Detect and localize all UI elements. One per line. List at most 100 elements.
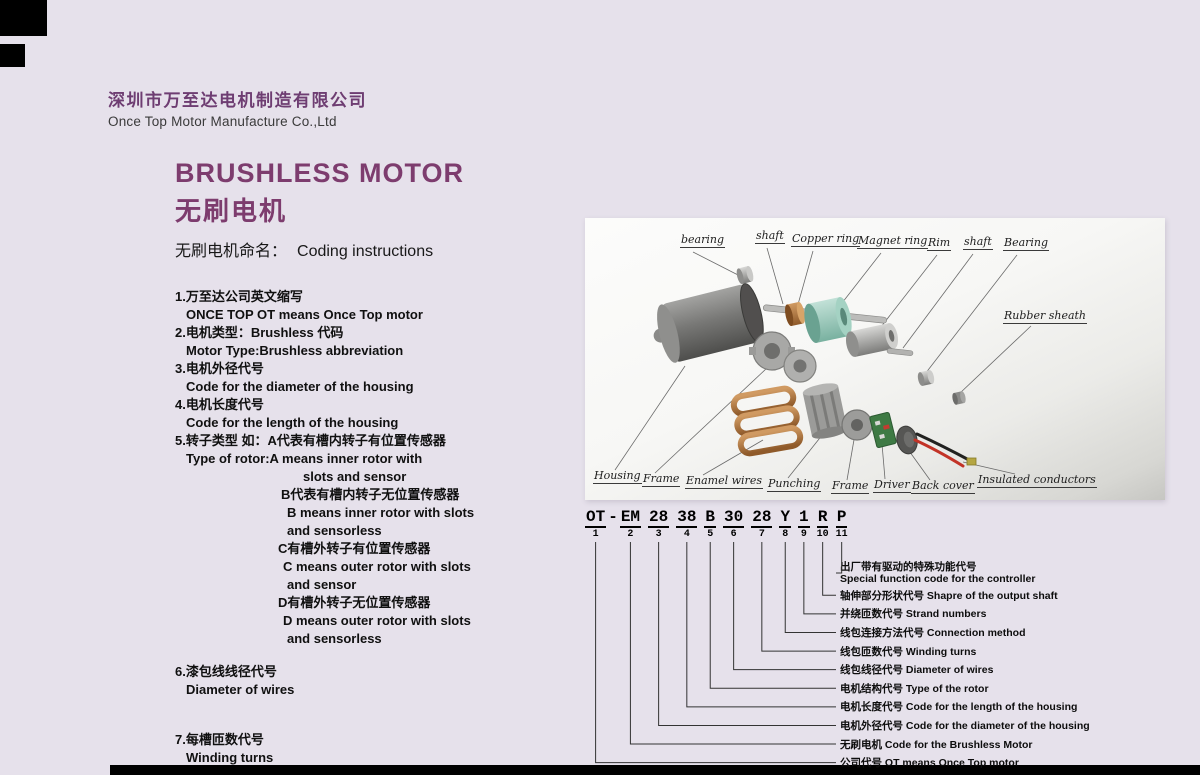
crop-mark-left: [0, 44, 25, 67]
instruction-line: and sensor: [287, 577, 357, 592]
back-cover-part: [896, 425, 918, 455]
diagram-label-magnet-ring: Magnet ring: [857, 234, 929, 249]
code-segment-text: OT: [585, 508, 607, 528]
code-segment: 28 7: [751, 508, 773, 541]
instruction-line: D means outer rotor with slots: [283, 613, 471, 628]
diagram-label-copper-ring: Copper ring: [791, 232, 861, 247]
code-legend-row: 并绕匝数代号 Strand numbers: [840, 605, 1180, 624]
instruction-line: 5.转子类型 如：A代表有槽内转子有位置传感器: [175, 433, 446, 448]
instruction-line: 3.电机外径代号: [175, 361, 264, 376]
company-name-zh: 深圳市万至达电机制造有限公司: [108, 91, 367, 110]
frame-rear-part: [841, 409, 873, 441]
diagram-label-shaft: shaft: [755, 229, 785, 244]
legend-text-zh: 出厂带有驱动的特殊功能代号: [840, 561, 977, 573]
instruction-line: D有槽外转子无位置传感器: [278, 595, 431, 610]
legend-text: 并绕匝数代号 Strand numbers: [840, 608, 987, 621]
code-segment-text: 38: [676, 508, 698, 528]
legend-text: 电机外径代号 Code for the diameter of the hous…: [840, 719, 1090, 732]
code-legend-row: 电机结构代号 Type of the rotor: [840, 679, 1180, 698]
code-segment: 28 3: [648, 508, 670, 541]
instruction-line: Winding turns: [186, 750, 274, 765]
instruction-line: and sensorless: [287, 631, 382, 646]
code-segment-text: Y: [779, 508, 792, 528]
bearing-part: [736, 265, 754, 285]
code-segment: 38 4: [676, 508, 698, 541]
code-legend-row: 线包连接方法代号 Connection method: [840, 623, 1180, 642]
code-position-number: 8: [782, 529, 789, 540]
diagram-label-shaft-2: shaft: [963, 235, 993, 250]
diagram-label-bearing-2: Bearing: [1003, 236, 1050, 251]
diagram-label-insulated-conductors: Insulated conductors: [977, 473, 1097, 488]
motor-exploded-diagram: bearing shaft Copper ring Magnet ring Ri…: [585, 218, 1165, 500]
company-header: 深圳市万至达电机制造有限公司 Once Top Motor Manufactur…: [108, 86, 367, 129]
code-position-number: 6: [730, 529, 737, 540]
instruction-line: 7.每槽匝数代号: [175, 732, 264, 747]
subtitle-en: Coding instructions: [297, 243, 434, 260]
code-position-number: 2: [627, 529, 634, 540]
code-separator: -: [608, 508, 618, 526]
crop-mark-bottom: [110, 765, 1200, 775]
rubber-sheath-part: [952, 391, 966, 405]
enamel-wires-part: [730, 385, 804, 457]
code-segment: EM 2: [619, 508, 642, 541]
diagram-label-bearing: bearing: [680, 233, 726, 248]
legend-text: 轴伸部分形状代号 Shapre of the output shaft: [840, 589, 1058, 602]
copper-ring-part: [785, 301, 805, 327]
code-segment: 30 6: [723, 508, 745, 541]
diagram-label-frame: Frame: [642, 472, 681, 487]
instruction-line: Type of rotor:A means inner rotor with: [186, 451, 423, 466]
code-position-number: 1: [592, 529, 599, 540]
housing-part: [653, 283, 764, 363]
instruction-line: 1.万至达公司英文缩写: [175, 289, 303, 304]
section-subtitle: 无刷电机命名：Coding instructions: [175, 237, 433, 261]
legend-text-en: Special function code for the controller: [840, 573, 1036, 585]
code-legend-row: 轴伸部分形状代号 Shapre of the output shaft: [840, 586, 1180, 605]
instruction-line: Code for the diameter of the housing: [186, 379, 414, 394]
code-legend-row: 出厂带有驱动的特殊功能代号 Special function code for …: [840, 560, 1180, 586]
code-position-number: 7: [758, 529, 765, 540]
instruction-line: B means inner rotor with slots: [287, 505, 475, 520]
code-legend-row: 无刷电机 Code for the Brushless Motor: [840, 735, 1180, 754]
legend-text: 电机结构代号 Type of the rotor: [840, 682, 989, 695]
code-position-number: 4: [683, 529, 690, 540]
code-segment-text: P: [835, 508, 848, 528]
label-leader-lines: [614, 247, 1032, 481]
code-legend-row: 线包线径代号 Diameter of wires: [840, 660, 1180, 679]
code-legend-row: 电机长度代号 Code for the length of the housin…: [840, 698, 1180, 717]
legend-text: 线包匝数代号 Winding turns: [840, 645, 977, 658]
driver-board-part: [869, 411, 897, 449]
code-position-number: 10: [816, 529, 829, 540]
frame-part: [749, 331, 795, 371]
diagram-label-frame-2: Frame: [831, 479, 870, 494]
instruction-line: B代表有槽内转子无位置传感器: [281, 487, 460, 502]
diagram-label-driver: Driver: [873, 478, 911, 493]
instruction-line: Motor Type:Brushless abbreviation: [186, 343, 404, 358]
motor-parts-illustration: [614, 247, 1032, 481]
rim-part: [845, 323, 899, 357]
code-position-number: 11: [835, 529, 848, 540]
code-segment: R 10: [817, 508, 829, 541]
code-segment-text: R: [816, 508, 829, 528]
instruction-line: slots and sensor: [303, 469, 407, 484]
code-legend-row: 线包匝数代号 Winding turns: [840, 642, 1180, 661]
code-segment-text: 28: [751, 508, 773, 528]
code-segment: OT 1: [585, 508, 607, 541]
frame-part: [783, 349, 817, 383]
crop-mark-corner: [0, 0, 47, 36]
code-segment: B 5: [704, 508, 717, 541]
page-title-en: BRUSHLESS MOTOR: [175, 158, 465, 188]
code-legend: 出厂带有驱动的特殊功能代号 Special function code for …: [840, 560, 1180, 772]
instruction-line: C有槽外转子有位置传感器: [278, 541, 431, 556]
instruction-line: and sensorless: [287, 523, 382, 538]
legend-text: 线包连接方法代号 Connection method: [840, 626, 1026, 639]
instruction-line: C means outer rotor with slots: [283, 559, 471, 574]
instruction-line: 6.漆包线线径代号: [175, 664, 277, 679]
diagram-label-back-cover: Back cover: [911, 479, 975, 494]
diagram-label-rim: Rim: [927, 236, 952, 251]
code-legend-row: 电机外径代号 Code for the diameter of the hous…: [840, 716, 1180, 735]
legend-text: 线包线径代号 Diameter of wires: [840, 664, 994, 677]
code-segment-text: 28: [648, 508, 670, 528]
instruction-line: 4.电机长度代号: [175, 397, 264, 412]
page-title: BRUSHLESS MOTOR 无刷电机: [175, 158, 464, 228]
